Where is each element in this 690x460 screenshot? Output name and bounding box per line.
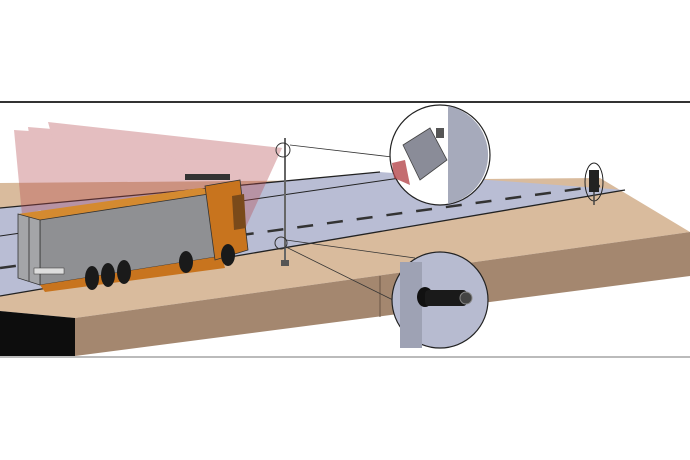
sensor-bracket: [436, 128, 444, 138]
truck: [17, 174, 249, 292]
magnified-pole: [400, 262, 422, 348]
radar-sensor-icon: [402, 127, 448, 181]
wheel: [85, 266, 99, 290]
pole-base: [281, 260, 289, 266]
callout-line: [289, 144, 393, 158]
wheel: [221, 244, 235, 266]
camera-icon: [425, 290, 467, 306]
cab-roof-lights: [185, 174, 230, 180]
slab-front: [0, 311, 75, 356]
radar-beam-4: [165, 148, 282, 215]
magnified-pole: [448, 106, 489, 204]
wheel: [101, 263, 115, 287]
slab-side: [75, 232, 690, 356]
callout-line: [285, 239, 416, 259]
camera-callout-marker: [274, 236, 288, 250]
roadside-unit: [584, 162, 604, 205]
camera-lens: [459, 291, 473, 305]
license-plate: [33, 267, 65, 275]
roadside-unit-icon: [589, 170, 599, 192]
callout-line: [285, 246, 394, 301]
magnified-beam: [392, 160, 410, 185]
camera-magnifier: [391, 251, 489, 349]
radar-magnifier: [389, 104, 491, 206]
radar-callout-marker: [275, 142, 291, 158]
trailer-roof: [18, 188, 222, 220]
wheels: [85, 244, 235, 290]
wheel: [179, 251, 193, 273]
wheel: [117, 260, 131, 284]
cab-window: [232, 194, 246, 230]
radar-beam-1: [14, 130, 282, 215]
